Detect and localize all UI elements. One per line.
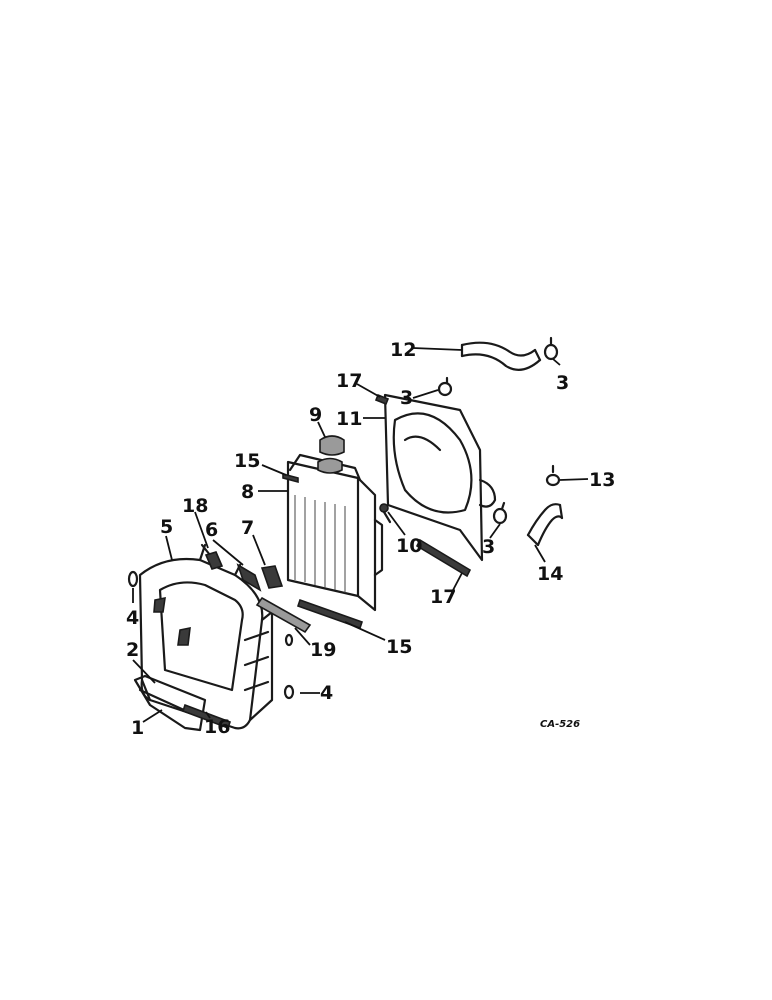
callout-11: 11: [336, 408, 362, 430]
hose-clamp-13: [545, 464, 561, 487]
upper-hose: [460, 341, 542, 371]
callout-18: 18: [182, 495, 208, 517]
radiator-core: [286, 453, 384, 612]
hose-clamp-upper-left: [437, 376, 453, 397]
callout-17-top: 17: [336, 370, 362, 392]
stud: [200, 543, 224, 570]
callout-3-top: 3: [400, 387, 413, 409]
leader-lines: [132, 347, 589, 723]
callout-16: 16: [204, 716, 230, 738]
drawing-code: CA-526: [540, 719, 580, 730]
fan-shroud: [383, 393, 497, 562]
seal-strip-top: [282, 472, 299, 484]
callout-17-bottom: 17: [430, 586, 456, 608]
bottom-shield: [133, 674, 207, 732]
callout-4-upper: 4: [126, 607, 139, 629]
callout-8: 8: [241, 481, 254, 503]
grommet-middle: [284, 633, 294, 647]
bracket-bar-upper: [260, 565, 284, 589]
callout-14: 14: [537, 563, 563, 585]
shroud-bolt: [379, 503, 392, 524]
hose-clamp-lower: [492, 501, 508, 525]
mounting-pad: [236, 563, 262, 592]
callout-19: 19: [310, 639, 336, 661]
callout-13: 13: [589, 469, 615, 491]
callout-1: 1: [131, 717, 144, 739]
callout-3-top-right: 3: [556, 372, 569, 394]
callout-9: 9: [309, 404, 322, 426]
hose-clamp-upper-right: [543, 336, 559, 361]
callout-labels: 12 3 17 3 11 9 15 13 8 18 5 6 7 10 3 14 …: [126, 339, 615, 739]
shield-strip: [181, 703, 232, 730]
callout-10: 10: [396, 535, 422, 557]
grommet-lower: [283, 684, 295, 700]
callout-15-top: 15: [234, 450, 260, 472]
callout-15-bottom: 15: [386, 636, 412, 658]
bracket-bar-lower: [255, 596, 312, 634]
shroud-gasket-bottom: [415, 538, 472, 578]
callout-6: 6: [205, 519, 218, 541]
lower-hose: [526, 503, 564, 547]
radiator-cap: [319, 435, 345, 456]
callout-3-bottom: 3: [482, 536, 495, 558]
callout-7: 7: [241, 517, 254, 539]
callout-4-lower: 4: [320, 682, 333, 704]
grommet-upper: [127, 570, 139, 588]
callout-2: 2: [126, 639, 139, 661]
callout-5: 5: [160, 516, 173, 538]
callout-12: 12: [390, 339, 416, 361]
